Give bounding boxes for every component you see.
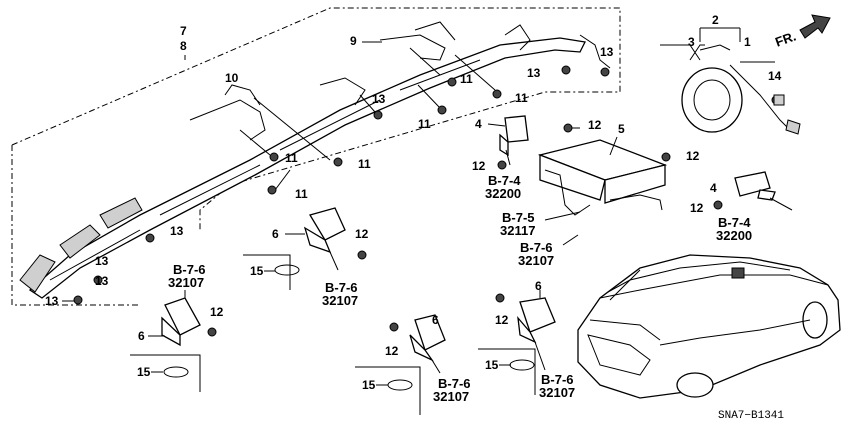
part-num-13: 13 <box>95 254 109 268</box>
part-num-12: 12 <box>472 159 486 173</box>
ref-code-b76: B-7-6 <box>173 262 206 277</box>
diagram-code: SNA7−B1341 <box>718 410 784 422</box>
part-num-11: 11 <box>295 187 308 201</box>
ref-code-b76: B-7-6 <box>541 372 574 387</box>
part-num-12: 12 <box>355 227 369 241</box>
part-num-11: 11 <box>285 151 298 165</box>
part-num-6: 6 <box>432 313 439 327</box>
ref-code-b75: B-7-5 <box>502 210 535 225</box>
part-num-13: 13 <box>45 294 59 308</box>
part-num-15: 15 <box>137 365 151 379</box>
side-impact-sensor-top <box>487 115 529 166</box>
part-num-6: 6 <box>272 227 279 241</box>
front-direction-arrow: FR. <box>773 14 831 50</box>
part-num-11: 11 <box>358 157 371 171</box>
clock-spring <box>660 27 801 135</box>
ref-num-32117: 32117 <box>500 223 535 238</box>
ref-num-32107: 32107 <box>322 293 358 308</box>
part-num-10: 10 <box>225 71 239 85</box>
part-num-12: 12 <box>588 118 602 132</box>
ref-code-b74: B-7-4 <box>718 215 751 230</box>
part-num-13: 13 <box>95 274 109 288</box>
curtain-airbag <box>19 21 611 299</box>
part-num-12: 12 <box>495 313 509 327</box>
front-impact-sensor-mid <box>285 207 346 271</box>
part-num-2: 2 <box>712 13 719 27</box>
part-num-12: 12 <box>210 305 224 319</box>
front-impact-sensor-bottom-right <box>517 290 556 371</box>
part-num-14: 14 <box>768 69 782 83</box>
part-num-11: 11 <box>515 91 528 105</box>
ref-num-32107: 32107 <box>518 253 554 268</box>
part-num-11: 11 <box>460 72 473 86</box>
part-num-15: 15 <box>485 358 499 372</box>
part-num-8: 8 <box>180 39 187 53</box>
part-num-11: 11 <box>418 117 431 131</box>
part-num-12: 12 <box>690 201 704 215</box>
curtain-airbag-group-outline <box>11 7 621 306</box>
part-num-13: 13 <box>372 92 386 106</box>
part-num-1: 1 <box>744 35 751 49</box>
ref-code-b76: B-7-6 <box>520 240 553 255</box>
direction-label: FR. <box>773 28 798 49</box>
part-num-15: 15 <box>250 264 264 278</box>
part-num-6: 6 <box>535 279 542 293</box>
bolts <box>73 65 781 337</box>
front-impact-sensor-left <box>148 290 201 347</box>
curtain-leaders <box>239 47 496 191</box>
ref-code-b76: B-7-6 <box>438 376 471 391</box>
part-num-7: 7 <box>180 24 187 38</box>
part-num-4: 4 <box>710 181 717 195</box>
ref-num-32200: 32200 <box>485 186 521 201</box>
part-num-5: 5 <box>618 122 625 136</box>
front-impact-sensor-bottom <box>409 314 446 374</box>
part-num-13: 13 <box>527 66 541 80</box>
part-num-6: 6 <box>138 329 145 343</box>
ref-code-b76: B-7-6 <box>325 280 358 295</box>
part-num-13: 13 <box>170 224 184 238</box>
part-num-12: 12 <box>385 344 399 358</box>
part-num-15: 15 <box>362 378 376 392</box>
ref-code-b74: B-7-4 <box>488 173 521 188</box>
ref-num-32107: 32107 <box>539 385 575 400</box>
side-impact-sensor-right <box>734 171 793 211</box>
part-num-12: 12 <box>686 149 700 163</box>
part-num-3: 3 <box>688 35 695 49</box>
part-num-13: 13 <box>600 45 614 59</box>
part-num-9: 9 <box>350 34 357 48</box>
ref-num-32200: 32200 <box>716 228 752 243</box>
ref-num-32107: 32107 <box>433 389 469 404</box>
vehicle-outline <box>577 254 841 399</box>
part-num-4: 4 <box>475 117 482 131</box>
ref-num-32107: 32107 <box>168 275 204 290</box>
srs-unit <box>537 127 668 216</box>
